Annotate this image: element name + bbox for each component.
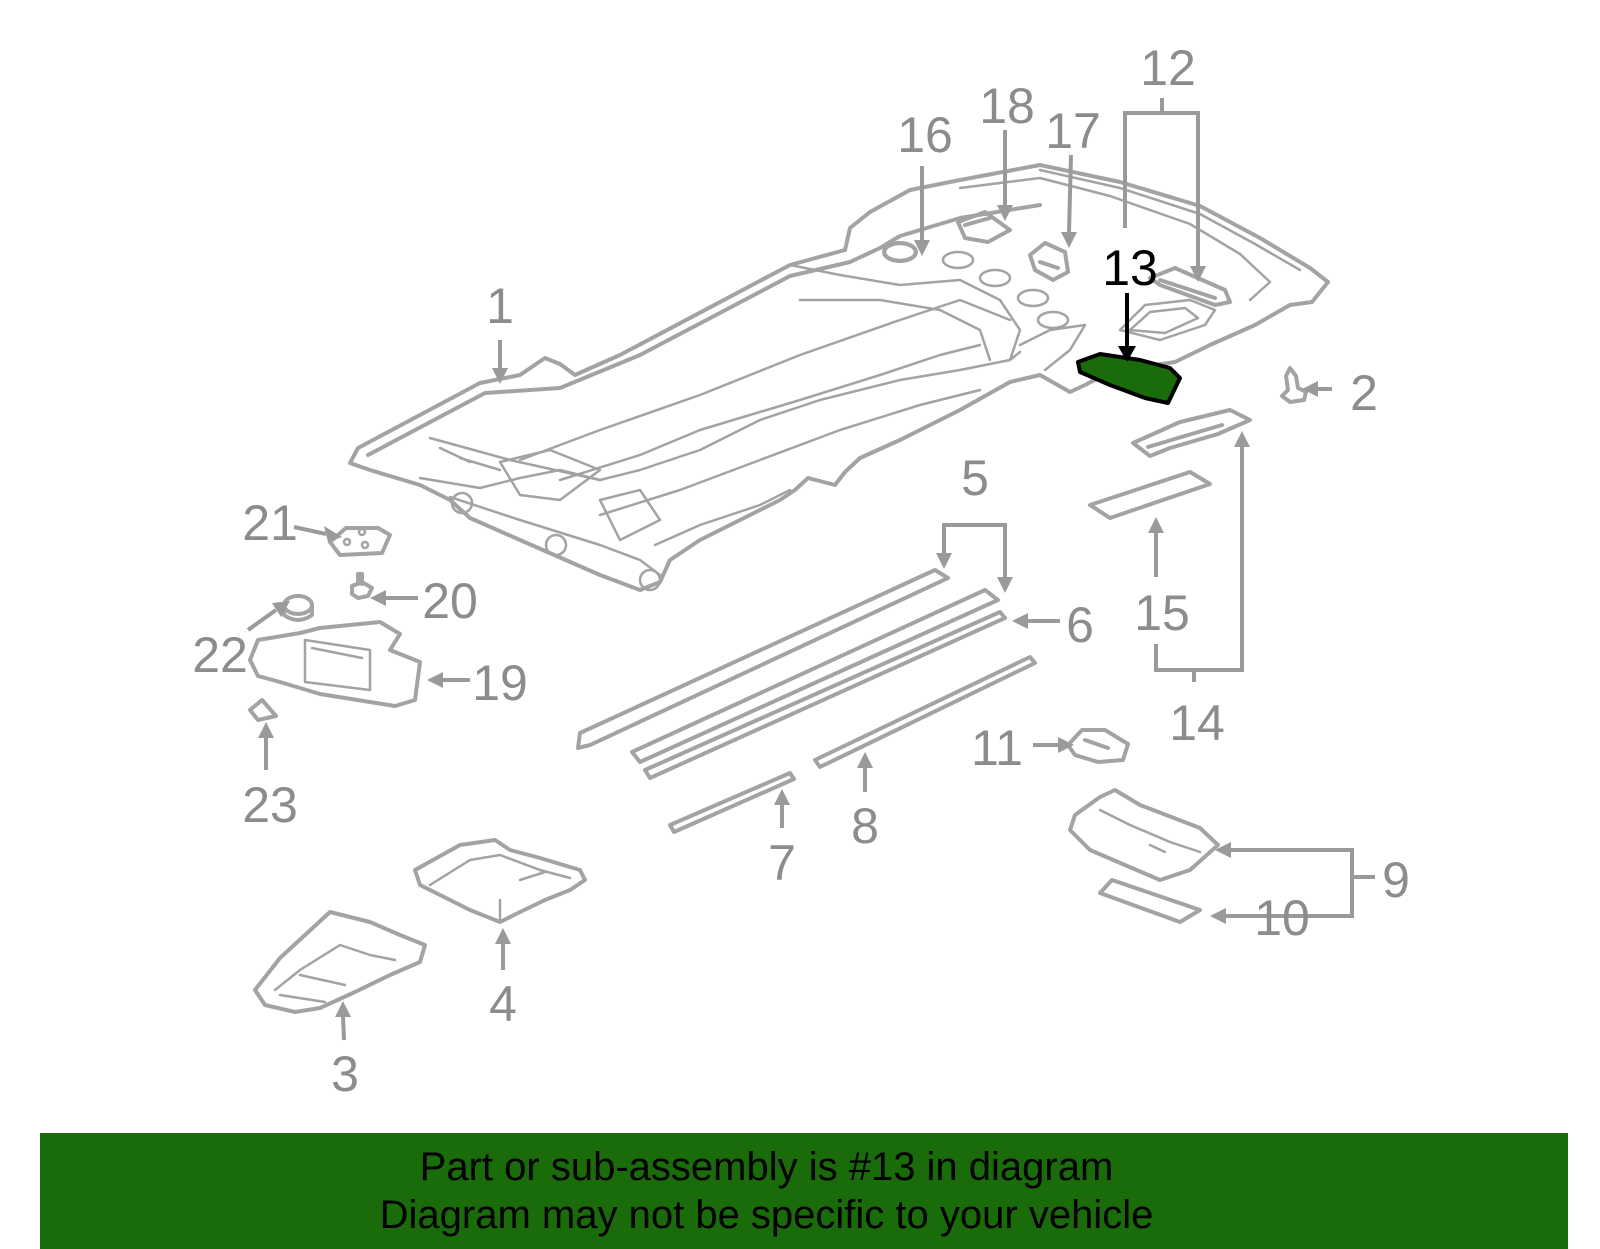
callout-8: 8 xyxy=(851,798,879,854)
part-9-overhead-console[interactable] xyxy=(1068,788,1220,882)
callout-21: 21 xyxy=(242,495,298,551)
callout-3: 3 xyxy=(331,1046,359,1102)
info-banner: Part or sub-assembly is #13 in diagram D… xyxy=(40,1133,1568,1249)
part-22-cap[interactable] xyxy=(282,594,314,622)
callout-15: 15 xyxy=(1134,585,1190,641)
banner-line-1: Part or sub-assembly is #13 in diagram xyxy=(419,1145,1114,1189)
callout-19: 19 xyxy=(472,655,528,711)
callout-18: 18 xyxy=(979,78,1035,134)
callout-22: 22 xyxy=(192,627,248,683)
callout-12: 12 xyxy=(1140,40,1196,96)
part-4-console[interactable] xyxy=(413,838,587,924)
part-10-pad[interactable] xyxy=(1098,878,1202,924)
part-6-weatherstrip[interactable] xyxy=(643,610,1007,780)
part-7-strip[interactable] xyxy=(668,771,796,834)
callout-16: 16 xyxy=(897,107,953,163)
headliner-part[interactable] xyxy=(348,163,1330,592)
callout-23: 23 xyxy=(242,777,298,833)
part-3-overhead-console[interactable] xyxy=(253,910,427,1014)
part-12-vent-panel[interactable] xyxy=(1148,266,1232,307)
callout-4: 4 xyxy=(489,976,517,1032)
callout-20: 20 xyxy=(422,573,478,629)
part-20-screw[interactable] xyxy=(350,572,374,600)
callout-17: 17 xyxy=(1045,103,1101,159)
callout-13: 13 xyxy=(1102,240,1158,296)
callout-labels: 1 2 3 4 5 6 7 8 9 10 11 12 13 14 15 16 1… xyxy=(192,40,1410,1102)
leader-lines xyxy=(246,98,1375,1041)
part-19-sunvisor[interactable] xyxy=(248,620,422,708)
callout-9: 9 xyxy=(1382,852,1410,908)
part-16-grommet[interactable] xyxy=(882,241,918,263)
part-15-pad[interactable] xyxy=(1088,470,1212,520)
part-11-bracket[interactable] xyxy=(1066,728,1130,764)
part-21-bracket[interactable] xyxy=(328,526,392,557)
callout-14: 14 xyxy=(1169,695,1225,751)
part-5-trim-strip[interactable] xyxy=(576,568,1000,764)
callout-11: 11 xyxy=(971,720,1023,776)
callout-10: 10 xyxy=(1254,890,1310,946)
callout-5: 5 xyxy=(961,450,989,506)
part-23-clip[interactable] xyxy=(248,698,278,722)
part-14-panel[interactable] xyxy=(1131,408,1252,458)
callout-2: 2 xyxy=(1350,365,1378,421)
part-8-strip[interactable] xyxy=(813,655,1037,769)
callout-1: 1 xyxy=(486,278,514,334)
callout-7: 7 xyxy=(768,835,796,891)
part-13-highlighted[interactable] xyxy=(1076,352,1182,405)
part-17-clip[interactable] xyxy=(1028,241,1070,282)
part-18-bracket[interactable] xyxy=(956,210,1012,244)
part-2-pushpin[interactable] xyxy=(1280,366,1308,404)
banner-line-2: Diagram may not be specific to your vehi… xyxy=(379,1193,1154,1237)
callout-6: 6 xyxy=(1066,597,1094,653)
